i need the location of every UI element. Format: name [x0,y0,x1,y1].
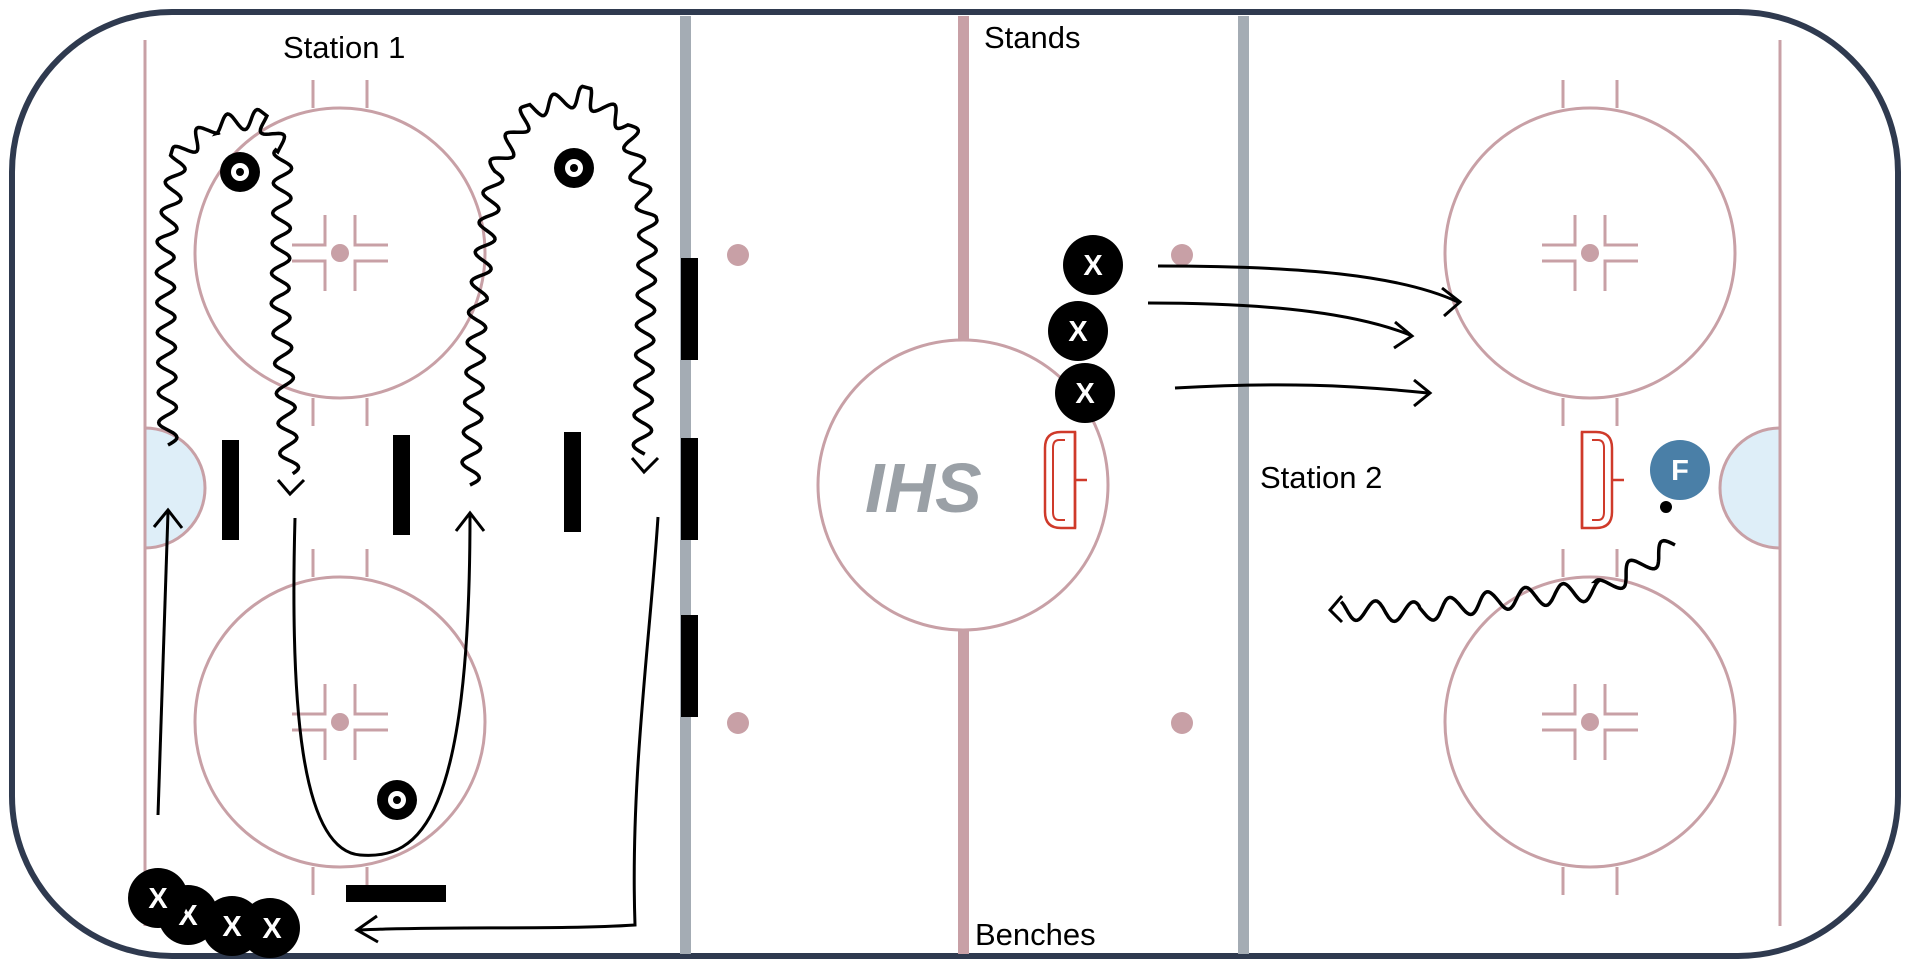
arrow-head-icon [1413,378,1433,408]
center-line-bottom [958,630,969,954]
goal-crease-right [1718,426,1782,550]
puck-carry-path-right [460,84,659,487]
path-loop-station1 [292,514,472,857]
svg-text:X: X [148,883,168,915]
barrier-pad-icon [681,615,698,717]
puck-carry-path-left [154,107,301,476]
faceoff-circle [1443,80,1737,426]
label-benches: Benches [975,917,1096,952]
svg-text:X: X [1075,378,1095,410]
faceoff-circle [1443,549,1737,895]
svg-text:F: F [1671,455,1689,487]
neutral-dot [1171,712,1193,734]
arrow-head-icon [1441,286,1463,318]
arrow-head-icon [354,914,379,944]
center-circle [816,338,1110,632]
svg-text:X: X [262,913,282,945]
arrow-head-icon [454,510,486,532]
neutral-dot [1171,244,1193,266]
player-x-icon: X [1048,301,1108,361]
center-line-top [958,16,969,340]
path-pass-1 [1157,264,1459,304]
faceoff-circle [193,549,487,895]
arrow-head-icon [152,507,184,529]
player-x-icon: X [1063,235,1123,295]
neutral-dot [727,244,749,266]
player-x-icon: X [1055,363,1115,423]
neutral-dot [727,712,749,734]
tire-cone-icon [377,780,417,820]
blue-line-right [1238,16,1249,954]
label-station-2: Station 2 [1260,460,1382,495]
barrier-pad-icon [393,435,410,535]
svg-text:X: X [1068,316,1088,348]
arrow-head-icon [1327,595,1344,624]
goal-net-icon [1580,430,1624,530]
arrow-heads [152,286,1463,944]
puck-carry-path-station2 [1339,538,1676,624]
barrier-pad-icon [681,438,698,540]
label-stands: Stands [984,20,1081,55]
ihs-logo: IHS [865,449,982,527]
arrow-head-icon [630,456,660,475]
puck-icon [1660,501,1672,513]
barrier-pad-icon [564,432,581,532]
arrow-head-icon [276,478,306,497]
barrier-pad-icon [222,440,239,540]
svg-text:X: X [1083,250,1103,282]
arrow-head-icon [1393,320,1415,350]
path-up-left [156,511,170,816]
path-pass-2 [1147,301,1411,337]
faceoff-circle [193,80,487,426]
player-f-icon: F [1650,440,1710,500]
svg-text:X: X [222,911,242,943]
goal-net-icon [1043,430,1087,530]
path-return-station1 [359,516,660,932]
barrier-pad-icon [681,258,698,360]
barrier-pad-icon [346,885,446,902]
label-station-1: Station 1 [283,30,405,65]
tire-cone-icon [554,148,594,188]
path-pass-3 [1174,383,1429,395]
skating-paths [156,264,1459,932]
tire-cone-icon [220,152,260,192]
player-x-icon: X [128,868,188,928]
